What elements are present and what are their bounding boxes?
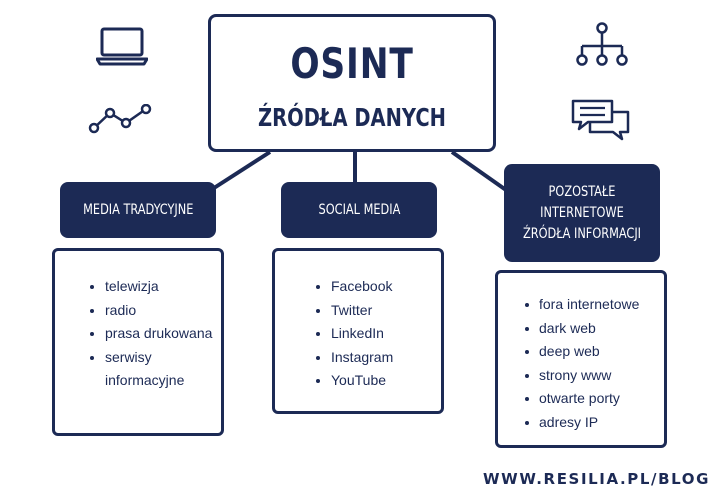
category-label: MEDIA TRADYCYJNE (82, 201, 194, 218)
source-list: fora internetowe dark web deep web stron… (498, 273, 664, 435)
chat-bubbles-icon (570, 98, 632, 142)
list-item: Instagram (275, 346, 441, 370)
list-item: YouTube (275, 369, 441, 393)
diagram-title: OSINT (290, 39, 414, 88)
list-item: telewizja (55, 275, 221, 299)
category-label: SOCIAL MEDIA (318, 201, 400, 218)
category-header-traditional-media: MEDIA TRADYCYJNE (60, 182, 216, 238)
line-chart-icon (88, 104, 154, 134)
diagram-subtitle: ŹRÓDŁA DANYCH (258, 103, 446, 132)
list-box-other-internet-sources: fora internetowe dark web deep web stron… (495, 270, 667, 448)
footer-url: WWW.RESILIA.PL/BLOG (483, 470, 710, 488)
list-item: Facebook (275, 275, 441, 299)
hierarchy-icon (574, 22, 630, 68)
category-label: POZOSTAŁE INTERNETOWE ŹRÓDŁA INFORMACJI (522, 183, 642, 242)
list-item: strony www (498, 364, 664, 388)
list-box-traditional-media: telewizja radio prasa drukowana serwisy … (52, 248, 224, 436)
list-item: radio (55, 299, 221, 323)
list-item: adresy IP (498, 411, 664, 435)
list-item: fora internetowe (498, 293, 664, 317)
category-header-other-internet-sources: POZOSTAŁE INTERNETOWE ŹRÓDŁA INFORMACJI (504, 164, 660, 262)
list-item: otwarte porty (498, 387, 664, 411)
source-list: telewizja radio prasa drukowana serwisy … (55, 251, 221, 393)
laptop-icon (96, 26, 148, 66)
connector-line-right (450, 150, 508, 192)
list-box-social-media: Facebook Twitter LinkedIn Instagram YouT… (272, 248, 444, 414)
main-title-box: OSINT ŹRÓDŁA DANYCH (208, 14, 496, 152)
category-header-social-media: SOCIAL MEDIA (281, 182, 437, 238)
list-item: LinkedIn (275, 322, 441, 346)
list-item: serwisy informacyjne (55, 346, 221, 393)
source-list: Facebook Twitter LinkedIn Instagram YouT… (275, 251, 441, 393)
connector-line-left (212, 150, 272, 190)
list-item: deep web (498, 340, 664, 364)
list-item: Twitter (275, 299, 441, 323)
list-item: dark web (498, 317, 664, 341)
list-item: prasa drukowana (55, 322, 221, 346)
